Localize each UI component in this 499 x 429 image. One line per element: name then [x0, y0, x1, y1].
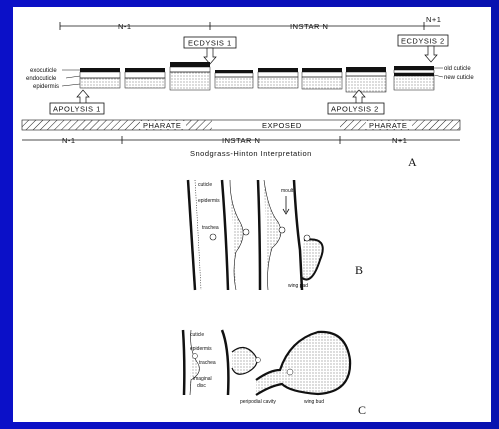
panel-c: cuticle epidermis trachea imaginal disc …	[183, 330, 366, 417]
label-stage-prev: N-1	[118, 22, 132, 31]
panel-a-letter: A	[408, 155, 417, 169]
c-label-cuticle: cuticle	[190, 332, 204, 338]
label-stage-next: N+1	[426, 15, 441, 24]
c-label-trachea: trachea	[199, 360, 216, 366]
caption-snodgrass: Snodgrass-Hinton Interpretation	[190, 149, 312, 158]
b-label-epidermis: epidermis	[198, 198, 220, 204]
label-new-cuticle: new cuticle	[444, 75, 474, 81]
label-old-cuticle: old cuticle	[444, 66, 471, 72]
label-stage-instar: INSTAR N	[290, 22, 328, 31]
b-label-moult: moult	[281, 188, 294, 194]
label-endocuticle: endocuticle	[26, 76, 57, 82]
b-label-wing-pad: wing pad	[288, 283, 308, 289]
apolysis-1-label: APOLYSIS 1	[53, 105, 101, 114]
c-label-wing-bud: wing bud	[304, 399, 324, 405]
ecdysis-2-label: ECDYSIS 2	[401, 37, 445, 46]
b-label-cuticle: cuticle	[198, 182, 212, 188]
panel-a: N-1 INSTAR N N+1 ECDYSIS 1 ECDYSIS 2 exo…	[22, 15, 474, 169]
label-pharate-2: PHARATE	[369, 121, 407, 130]
panel-b: cuticle epidermis trachea moult wing pad…	[188, 180, 363, 290]
ecdysis-1-label: ECDYSIS 1	[188, 39, 232, 48]
label-pharate-1: PHARATE	[143, 121, 181, 130]
c-label-epidermis: epidermis	[190, 346, 212, 352]
panel-c-letter: C	[358, 403, 366, 417]
label-bottom-prev: N-1	[62, 136, 76, 145]
ecdysis-2-arrow-icon	[425, 46, 437, 62]
apolysis-1-arrow-icon	[77, 90, 89, 104]
c-label-disc: disc	[197, 383, 206, 389]
label-epidermis: epidermis	[33, 84, 59, 90]
panel-b-letter: B	[355, 263, 363, 277]
label-bottom-instar: INSTAR N	[222, 136, 260, 145]
label-bottom-next: N+1	[392, 136, 407, 145]
apolysis-2-label: APOLYSIS 2	[331, 105, 379, 114]
c-label-peripodial-cavity: peripodial cavity	[240, 399, 276, 405]
phase-hatch-1	[22, 120, 122, 130]
cuticle-blocks	[80, 62, 434, 92]
b-label-trachea: trachea	[202, 225, 219, 231]
c-label-imaginal: imaginal	[193, 376, 212, 382]
label-exposed: EXPOSED	[262, 121, 302, 130]
label-exocuticle: exocuticle	[30, 68, 57, 74]
ecdysis-1-arrow-icon	[204, 48, 216, 64]
